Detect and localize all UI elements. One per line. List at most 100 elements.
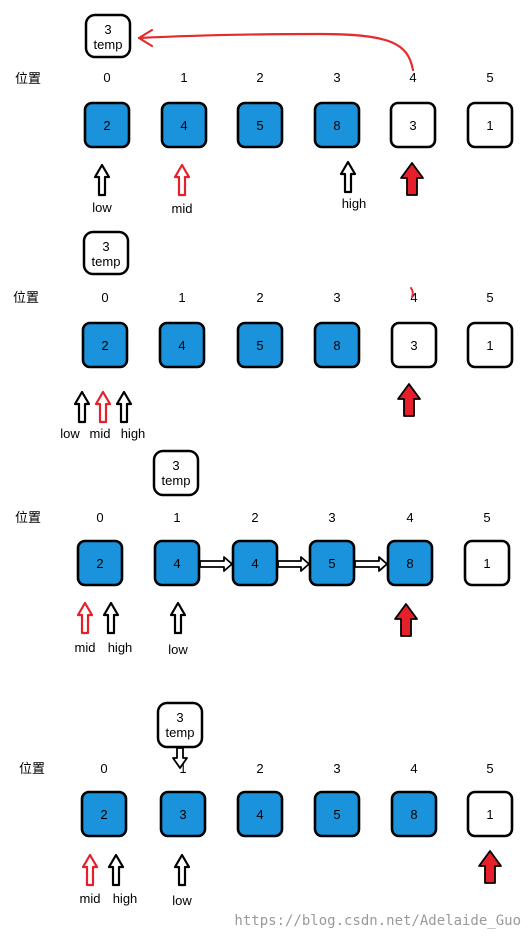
array-cell: 8 (390, 790, 438, 838)
mid-label: mid (75, 640, 96, 655)
cell-value: 8 (333, 338, 340, 353)
high-label: high (113, 891, 138, 906)
cell-value: 4 (251, 556, 258, 571)
index-label: 4 (410, 290, 417, 305)
cell-value: 1 (486, 118, 493, 133)
index-label: 2 (256, 290, 263, 305)
mid-pointer-arrow (94, 390, 112, 424)
cell-value: 5 (328, 556, 335, 571)
watermark: https://blog.csdn.net/Adelaide_Guo (234, 913, 521, 929)
array-cell: 3 (159, 790, 207, 838)
temp-value: 3 (176, 710, 183, 725)
index-label: 1 (180, 70, 187, 85)
index-label: 3 (328, 510, 335, 525)
low-pointer-arrow (73, 390, 91, 424)
cell-frame (236, 321, 284, 369)
index-label: 2 (256, 761, 263, 776)
position-label: 位置 (13, 290, 39, 305)
cell-frame (236, 790, 284, 838)
index-label: 5 (483, 510, 490, 525)
array-cell: 5 (236, 101, 284, 149)
red-mark (410, 287, 414, 298)
cell-frame (76, 539, 124, 587)
array-cell: 8 (313, 321, 361, 369)
cell-frame (236, 101, 284, 149)
index-label: 4 (410, 761, 417, 776)
current-element-arrow (478, 850, 502, 884)
low-label: low (172, 893, 192, 908)
shift-arrow (354, 556, 388, 572)
index-label: 3 (333, 290, 340, 305)
cell-value: 8 (333, 118, 340, 133)
index-label: 2 (251, 510, 258, 525)
temp-label: temp (92, 254, 121, 269)
array-cell: 8 (386, 539, 434, 587)
temp-box-frame (156, 701, 204, 749)
array-cell: 2 (76, 539, 124, 587)
temp-box-frame (152, 449, 200, 497)
cell-value: 3 (410, 338, 417, 353)
cell-frame (308, 539, 356, 587)
cell-frame (313, 321, 361, 369)
cell-value: 3 (409, 118, 416, 133)
index-label: 3 (333, 70, 340, 85)
cell-value: 5 (256, 338, 263, 353)
mid-pointer-arrow (76, 601, 94, 635)
cell-value: 4 (178, 338, 185, 353)
high-pointer-arrow (339, 160, 357, 194)
array-cell: 2 (80, 790, 128, 838)
cell-value: 4 (180, 118, 187, 133)
insert-arrow (172, 747, 188, 769)
temp-value: 3 (102, 239, 109, 254)
index-label: 1 (178, 290, 185, 305)
cell-frame (159, 790, 207, 838)
current-element-arrow (394, 603, 418, 637)
cell-value: 3 (179, 807, 186, 822)
low-pointer-arrow (169, 601, 187, 635)
cell-frame (386, 539, 434, 587)
array-cell: 3 (389, 101, 437, 149)
mid-label: mid (172, 201, 193, 216)
high-label: high (108, 640, 133, 655)
cell-frame (390, 321, 438, 369)
move-to-temp-arrow (137, 32, 415, 72)
cell-value: 1 (486, 338, 493, 353)
mid-pointer-arrow (173, 163, 191, 197)
position-label: 位置 (15, 71, 41, 86)
temp-label: temp (166, 725, 195, 740)
low-label: low (168, 642, 188, 657)
cell-frame (390, 790, 438, 838)
index-label: 5 (486, 761, 493, 776)
cell-value: 8 (406, 556, 413, 571)
current-element-arrow (397, 383, 421, 417)
position-label: 位置 (15, 510, 41, 525)
position-label: 位置 (19, 761, 45, 776)
cell-frame (463, 539, 511, 587)
cell-frame (313, 790, 361, 838)
array-cell: 2 (83, 101, 131, 149)
cell-value: 1 (486, 807, 493, 822)
shift-arrow (199, 556, 233, 572)
index-label: 2 (256, 70, 263, 85)
cell-frame (466, 101, 514, 149)
array-cell: 4 (160, 101, 208, 149)
index-label: 1 (173, 510, 180, 525)
temp-value: 3 (172, 458, 179, 473)
mid-pointer-arrow (81, 853, 99, 887)
index-label: 5 (486, 70, 493, 85)
index-label: 4 (406, 510, 413, 525)
index-label: 5 (486, 290, 493, 305)
cell-frame (153, 539, 201, 587)
current-element-arrow (400, 162, 424, 196)
cell-frame (466, 790, 514, 838)
move-to-temp-arrowhead (137, 28, 154, 48)
low-pointer-arrow (93, 163, 111, 197)
array-cell: 1 (466, 101, 514, 149)
index-label: 4 (409, 70, 416, 85)
cell-frame (80, 790, 128, 838)
cell-value: 4 (256, 807, 263, 822)
cell-frame (231, 539, 279, 587)
